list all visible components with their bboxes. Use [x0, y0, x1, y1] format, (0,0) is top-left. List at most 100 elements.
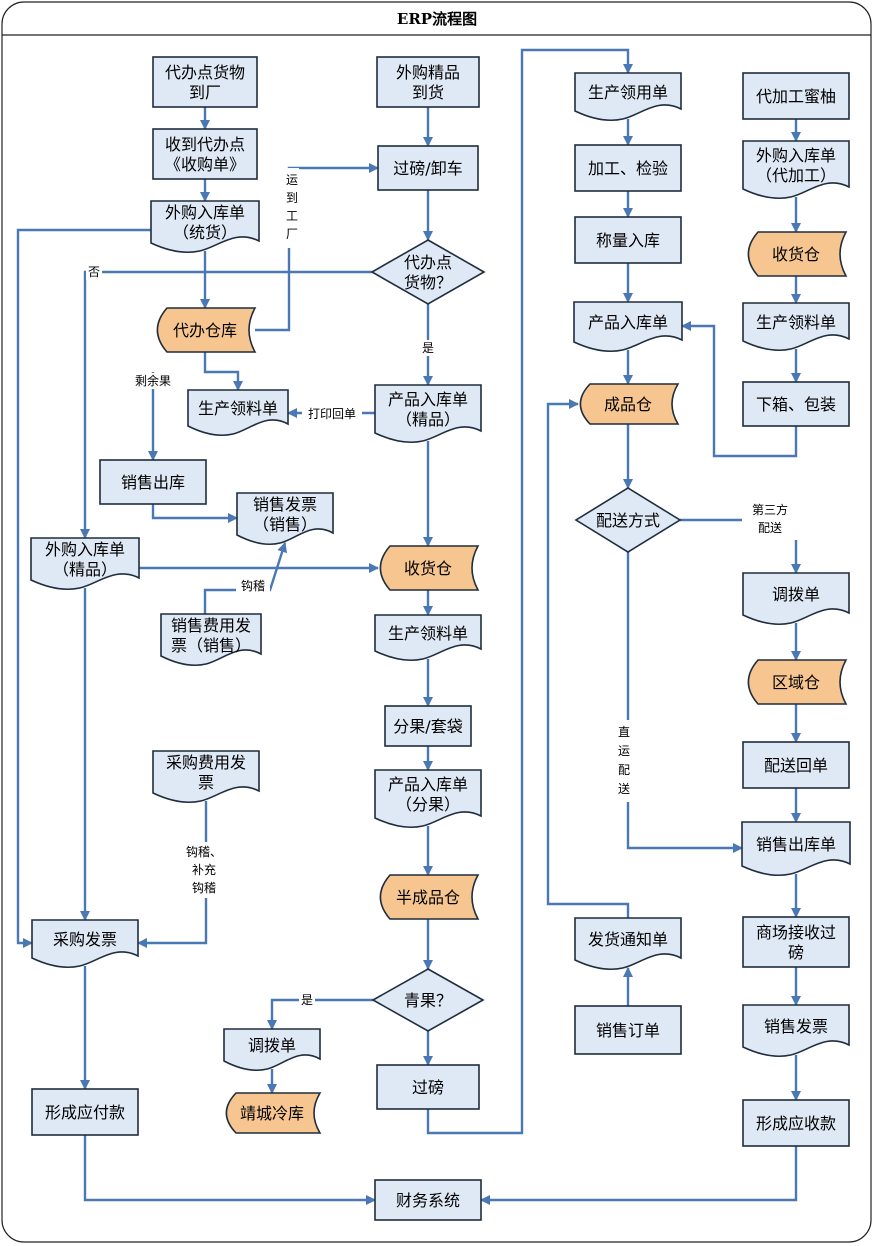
node-n12-shape [31, 1088, 139, 1136]
node-n9-label-0: 销售费用发 [171, 616, 251, 635]
node-n7-label-1: （销售） [253, 515, 317, 534]
node-c12-label-0: 靖城冷库 [240, 1104, 304, 1123]
node-r6: 调拨单 [742, 572, 850, 626]
node-c14-shape [374, 1179, 482, 1221]
yes2-label: 是 [301, 993, 313, 1007]
node-r8-shape [742, 741, 850, 789]
node-c6: 生产领料单 [374, 614, 482, 662]
node-r2: 外购入库单（代加工） [742, 140, 850, 200]
node-n6-label-0: 销售出库 [121, 473, 185, 492]
node-n5-shape [187, 389, 289, 437]
node-m5-shape [579, 383, 680, 425]
node-c8-label-0: 产品入库单 [388, 775, 468, 794]
node-m4-shape [573, 301, 683, 353]
node-r10-label-0: 商场接收过 [756, 923, 836, 942]
node-r3-label-0: 收货仓 [772, 245, 820, 264]
node-m2-label-0: 加工、检验 [588, 159, 668, 178]
node-r8: 配送回单 [742, 741, 850, 789]
edge-37 [546, 398, 630, 918]
node-n3-label-1: （统货） [173, 223, 237, 242]
node-m1-shape [574, 72, 682, 122]
node-r7-shape [747, 659, 848, 705]
node-c11-label-0: 调拨单 [248, 1036, 296, 1055]
node-c1-label-0: 外购精品 [396, 63, 460, 82]
node-c13-shape [376, 1064, 480, 1110]
node-c5-shape [379, 545, 480, 591]
node-n8-label-0: 外购入库单 [45, 540, 125, 559]
surplus-label: 剩余果 [135, 373, 171, 388]
print-label-bg [302, 406, 362, 422]
edges [16, 48, 802, 1206]
node-c2-shape [377, 145, 479, 191]
hook-add-label-bg [180, 842, 232, 898]
node-n1-shape [152, 56, 258, 108]
node-c4-shape [374, 384, 482, 444]
edge-50 [479, 1146, 798, 1206]
transport-label-1: 到 [286, 191, 298, 205]
node-r11: 销售发票 [742, 1004, 850, 1058]
node-m7-shape [574, 917, 682, 971]
node-r1: 代加工蜜柚 [742, 72, 850, 120]
node-c8: 产品入库单（分果） [374, 769, 482, 829]
node-m5: 成品仓 [579, 383, 680, 425]
node-m5-label-0: 成品仓 [604, 395, 652, 414]
node-r2-shape [742, 140, 850, 200]
node-n8-label-1: （精品） [53, 560, 117, 579]
node-r5-shape [742, 381, 850, 427]
node-m3-label-0: 称量入库 [596, 231, 660, 250]
node-r10-label-1: 磅 [788, 943, 804, 962]
node-m1: 生产领用单 [574, 72, 682, 122]
node-r3: 收货仓 [747, 231, 848, 277]
node-n6-shape [99, 459, 207, 505]
node-c14: 财务系统 [374, 1179, 482, 1221]
node-m6-shape [574, 487, 682, 553]
node-n3: 外购入库单（统货） [150, 200, 260, 254]
surplus-label-bg [131, 373, 175, 389]
no-label-bg [86, 264, 102, 280]
node-c11: 调拨单 [223, 1028, 321, 1072]
node-r9-shape [741, 821, 851, 877]
node-r7: 区域仓 [747, 659, 848, 705]
node-c4: 产品入库单（精品） [374, 384, 482, 444]
hook-label-bg [236, 578, 270, 594]
node-r9: 销售出库单 [741, 821, 851, 877]
node-c13-label-0: 过磅 [412, 1078, 444, 1097]
node-c6-label-0: 生产领料单 [388, 624, 468, 643]
node-c9-shape [379, 874, 480, 920]
node-c4-label-0: 产品入库单 [388, 390, 468, 409]
node-m6-label-0: 配送方式 [596, 511, 660, 530]
node-c11-shape [223, 1028, 321, 1072]
node-n7-label-0: 销售发票 [253, 495, 317, 514]
direct-label-0: 直 [618, 725, 630, 739]
node-n10-label-0: 采购费用发 [166, 753, 246, 772]
node-r3-shape [747, 231, 848, 277]
node-c9: 半成品仓 [379, 874, 480, 920]
node-r6-shape [742, 572, 850, 626]
transport-label-3: 厂 [286, 227, 298, 241]
node-r8-label-0: 配送回单 [764, 756, 828, 775]
node-r1-shape [742, 72, 850, 120]
node-c2: 过磅/卸车 [377, 145, 479, 191]
node-c3-shape [370, 239, 486, 305]
hook-add-label-1: 补充 [192, 862, 216, 877]
node-m4: 产品入库单 [573, 301, 683, 353]
node-n8: 外购入库单（精品） [30, 537, 140, 591]
node-c13: 过磅 [376, 1064, 480, 1110]
direct-label-bg [614, 720, 634, 802]
node-m4-label-0: 产品入库单 [588, 313, 668, 332]
node-n1-label-0: 代办点货物 [165, 63, 245, 82]
third-party-label-0: 第三方 [752, 502, 788, 517]
node-c10-shape [371, 968, 485, 1032]
edge-6 [151, 504, 239, 524]
edge-7 [255, 162, 380, 332]
node-c4-label-1: （精品） [396, 410, 460, 429]
node-c3-label-1: 货物？ [404, 273, 452, 292]
transport-label-2: 工 [286, 209, 298, 223]
hook-label: 钩稽 [241, 578, 265, 593]
node-r4: 生产领料单 [742, 302, 850, 352]
